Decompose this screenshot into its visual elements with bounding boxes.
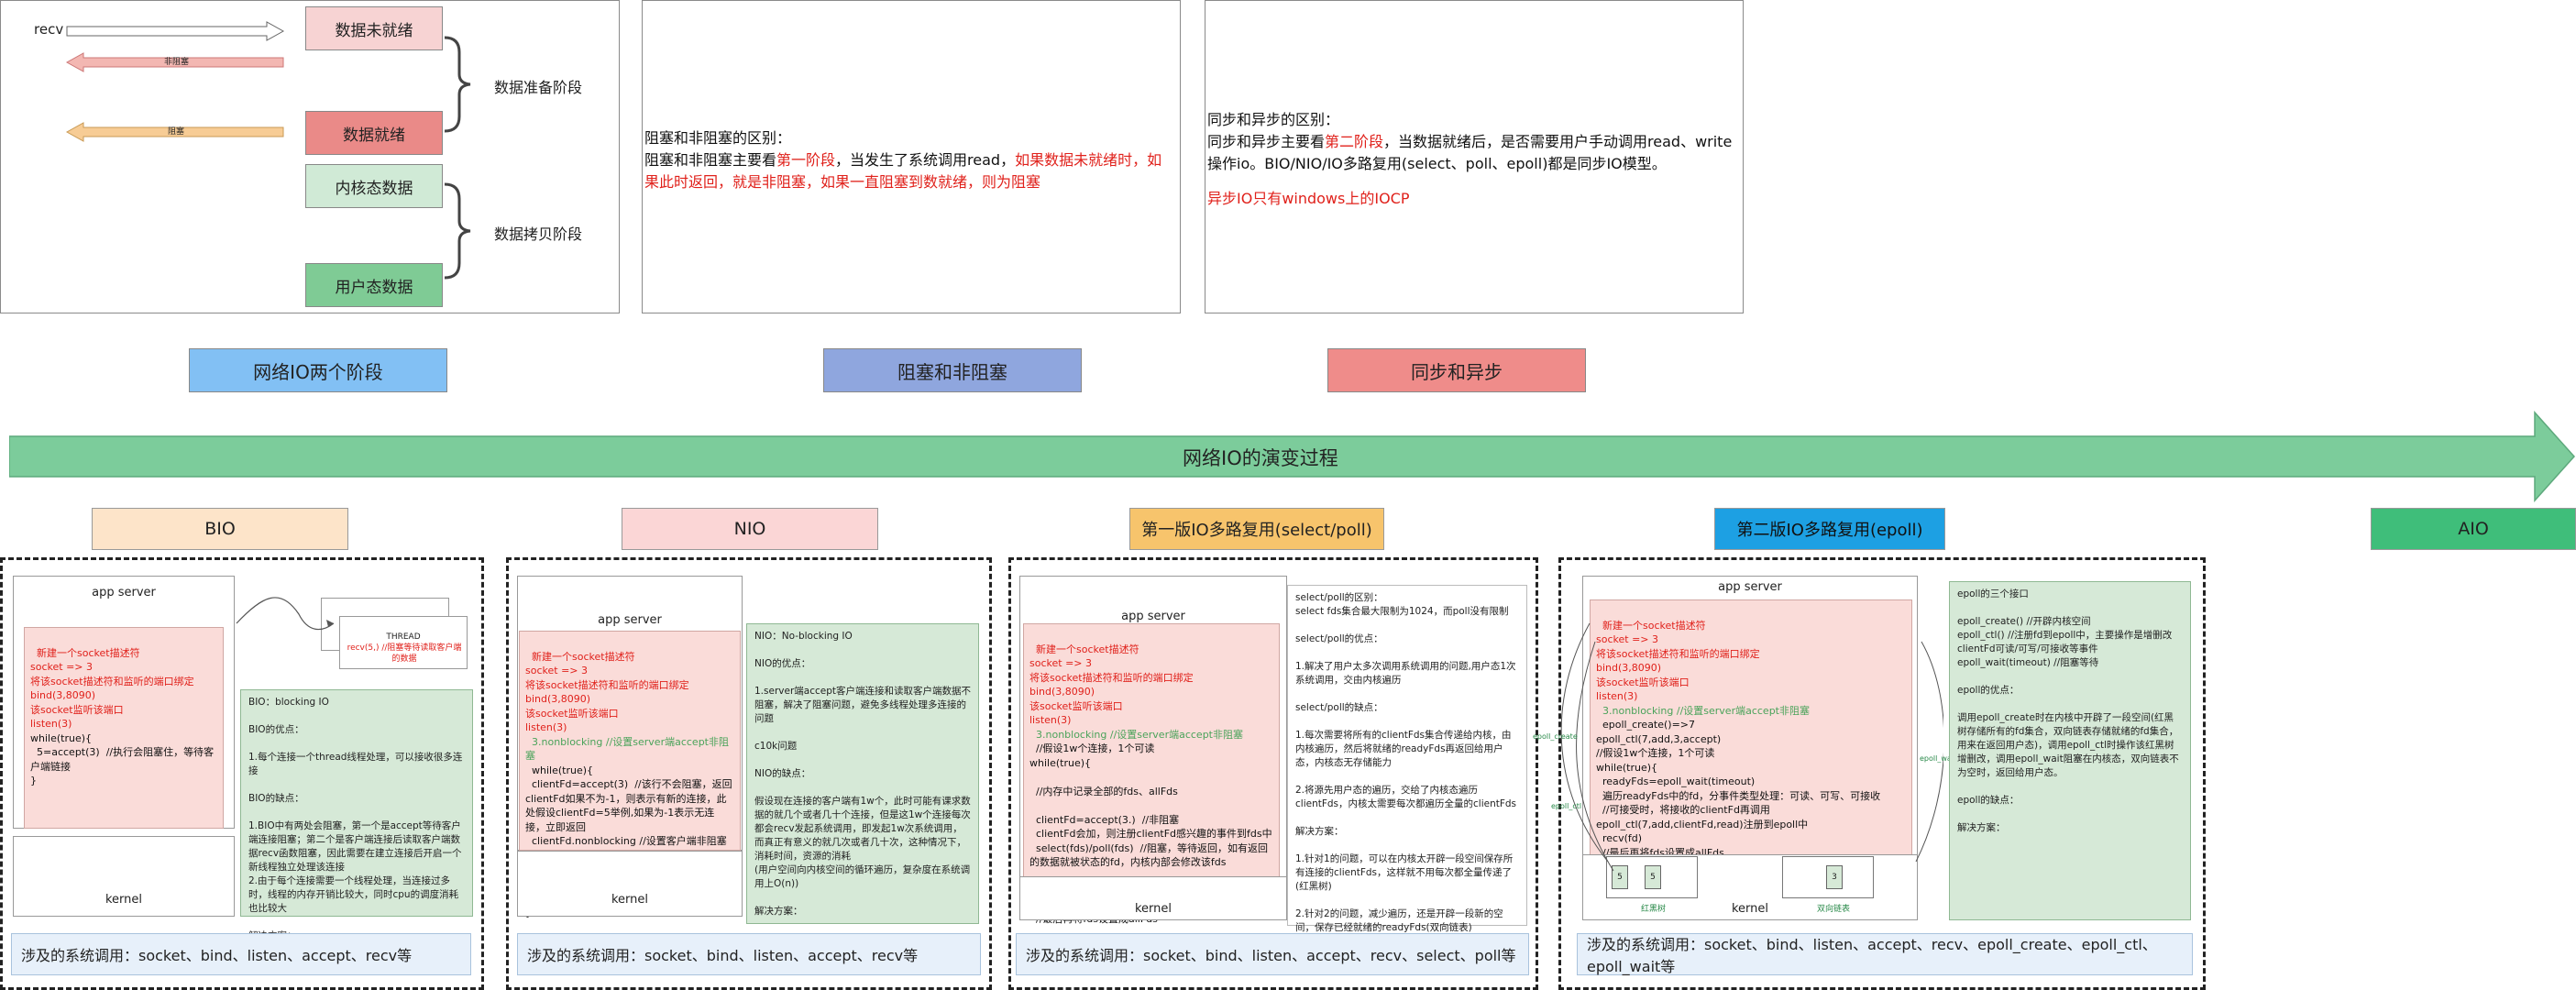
recv-arrow bbox=[66, 21, 285, 41]
select-note: select/poll的区别： select fds集合最大限制为1024，而p… bbox=[1287, 585, 1527, 933]
nonblock-arrow-label: 非阻塞 bbox=[164, 58, 190, 67]
recv-label: recv bbox=[34, 21, 64, 38]
block-nonblock-text: 阻塞和非阻塞的区别： 阻塞和非阻塞主要看第一阶段，当发生了系统调用read，如果… bbox=[644, 127, 1176, 193]
rb-tree-label: 红黑树 bbox=[1641, 905, 1667, 914]
nio-note: NIO：No-blocking IO NIO的优点： 1.server端acce… bbox=[746, 623, 979, 958]
rb-slot-b: 5 bbox=[1645, 865, 1661, 889]
bio-note: BIO：blocking IO BIO的优点： 1.每个连接一个thread线程… bbox=[240, 689, 473, 969]
label-sync-async: 同步和异步 bbox=[1327, 348, 1586, 392]
bio-section bbox=[0, 557, 484, 990]
stage-bio: BIO bbox=[92, 508, 348, 550]
rb-slot-a: 5 bbox=[1612, 865, 1628, 889]
epoll-code-loop: epoll_create()=>7 epoll_ctl(7,add,3,acce… bbox=[1596, 719, 1881, 873]
select-code: 新建一个socket描述符 socket => 3 将该socket描述符和监听… bbox=[1023, 623, 1280, 953]
block-title: 阻塞和非阻塞的区别： bbox=[644, 129, 792, 147]
nio-code-setup: 新建一个socket描述符 socket => 3 将该socket描述符和监听… bbox=[525, 650, 689, 734]
data-not-ready-box: 数据未就绪 bbox=[305, 6, 443, 50]
bio-code-setup: 新建一个socket描述符 socket => 3 将该socket描述符和监听… bbox=[30, 646, 194, 731]
block-body-a: 阻塞和非阻塞主要看 bbox=[644, 151, 777, 169]
evolution-arrow bbox=[9, 411, 2576, 502]
epoll-code-setup: 新建一个socket描述符 socket => 3 将该socket描述符和监听… bbox=[1596, 619, 1760, 703]
block-body: 阻塞和非阻塞主要看第一阶段，当发生了系统调用read，如果数据未就绪时，如果此时… bbox=[644, 149, 1176, 193]
sync-body: 同步和异步主要看第二阶段，当数据就绪后，是否需要用户手动调用read、write… bbox=[1207, 131, 1739, 175]
nio-code: 新建一个socket描述符 socket => 3 将该socket描述符和监听… bbox=[519, 631, 741, 918]
epoll-app-label: app server bbox=[1718, 580, 1782, 594]
user-data-box: 用户态数据 bbox=[305, 263, 443, 307]
dlist-label: 双向链表 bbox=[1817, 905, 1851, 914]
block-arrow bbox=[65, 122, 284, 142]
nio-code-nonblock: 3.nonblocking //设置server端accept非阻塞 bbox=[525, 735, 729, 763]
block-body-b: 第一阶段 bbox=[776, 151, 836, 169]
bio-code: 新建一个socket描述符 socket => 3 将该socket描述符和监听… bbox=[24, 627, 224, 829]
bio-thread-box: THREAD recv(5,) //阻塞等待读取客户端的数据 bbox=[339, 616, 468, 669]
sync-async-text: 同步和异步的区别： 同步和异步主要看第二阶段，当数据就绪后，是否需要用户手动调用… bbox=[1207, 109, 1739, 210]
prep-stage-label: 数据准备阶段 bbox=[494, 79, 583, 96]
sync-body-a: 同步和异步主要看 bbox=[1207, 133, 1326, 150]
epoll-section bbox=[1558, 557, 2206, 990]
select-syscalls: 涉及的系统调用：socket、bind、listen、accept、recv、s… bbox=[1016, 933, 1529, 975]
kernel-data-box: 内核态数据 bbox=[305, 164, 443, 208]
label-block-nonblock: 阻塞和非阻塞 bbox=[823, 348, 1082, 392]
bio-app-label: app server bbox=[92, 586, 156, 600]
sync-async-iocp: 异步IO只有windows上的IOCP bbox=[1207, 190, 1410, 207]
label-io-two-stages: 网络IO两个阶段 bbox=[189, 348, 447, 392]
epoll-code: 新建一个socket描述符 socket => 3 将该socket描述符和监听… bbox=[1590, 600, 1912, 873]
bio-thread-body: recv(5,) //阻塞等待读取客户端的数据 bbox=[347, 644, 462, 664]
rb-slot-a-text: 5 bbox=[1617, 873, 1623, 882]
nio-section bbox=[506, 557, 992, 990]
stage-epoll: 第二版IO多路复用(epoll) bbox=[1714, 508, 1945, 550]
select-code-setup: 新建一个socket描述符 socket => 3 将该socket描述符和监听… bbox=[1029, 643, 1194, 727]
block-nonblock-panel: 阻塞和非阻塞的区别： 阻塞和非阻塞主要看第一阶段，当发生了系统调用read，如果… bbox=[642, 0, 1181, 314]
epoll-ctl-side-label: epoll_ctl bbox=[1551, 802, 1582, 810]
sync-title: 同步和异步的区别： bbox=[1207, 111, 1340, 128]
epoll-note: epoll的三个接口 epoll_create() //开辟内核空间 epoll… bbox=[1949, 581, 2191, 920]
epoll-code-nonblock: 3.nonblocking //设置server端accept非阻塞 bbox=[1602, 704, 1810, 717]
bio-code-loop: while(true){ 5=accept(3) //执行会阻塞住，等待客户端链… bbox=[30, 732, 215, 786]
copy-stage-brace bbox=[444, 182, 471, 280]
nio-kernel: kernel bbox=[517, 851, 743, 917]
nio-syscalls: 涉及的系统调用：socket、bind、listen、accept、recv等 bbox=[517, 933, 981, 975]
data-ready-box: 数据就绪 bbox=[305, 111, 443, 155]
block-arrow-label: 阻塞 bbox=[168, 127, 185, 137]
select-kernel: kernel bbox=[1019, 876, 1287, 920]
evolution-title: 网络IO的演变过程 bbox=[1183, 447, 1338, 469]
dlist-slot-text: 3 bbox=[1832, 873, 1837, 882]
select-app-label: app server bbox=[1121, 610, 1185, 623]
select-section bbox=[1008, 557, 1538, 990]
stage-select: 第一版IO多路复用(select/poll) bbox=[1129, 508, 1384, 550]
prep-stage-brace bbox=[444, 36, 471, 133]
dlist-slot: 3 bbox=[1826, 865, 1843, 889]
stage-aio: AIO bbox=[2371, 508, 2576, 550]
sync-body-b: 第二阶段 bbox=[1325, 133, 1384, 150]
sync-async-panel: 同步和异步的区别： 同步和异步主要看第二阶段，当数据就绪后，是否需要用户手动调用… bbox=[1205, 0, 1744, 314]
io-stages-panel: recv 非阻塞 阻塞 数据未就绪 数据就绪 内核态数据 用户态数据 数据准备阶… bbox=[0, 0, 620, 314]
copy-stage-label: 数据拷贝阶段 bbox=[494, 226, 583, 243]
epoll-create-side-label: epoll_create bbox=[1533, 732, 1578, 741]
block-body-c: ，当发生了系统调用read， bbox=[835, 151, 1016, 169]
nonblock-arrow bbox=[65, 52, 284, 72]
rb-slot-b-text: 5 bbox=[1650, 873, 1656, 882]
nio-app-label: app server bbox=[598, 613, 662, 627]
select-code-nonblock: 3.nonblocking //设置server端accept非阻塞 bbox=[1036, 728, 1243, 741]
bio-thread-arrow bbox=[236, 597, 335, 631]
epoll-flow-curves bbox=[1560, 622, 1943, 872]
bio-thread-title: THREAD bbox=[386, 632, 421, 642]
epoll-wait-side-label: epoll_wait bbox=[1920, 754, 1957, 763]
stage-nio: NIO bbox=[622, 508, 878, 550]
bio-syscalls: 涉及的系统调用：socket、bind、listen、accept、recv等 bbox=[11, 933, 471, 975]
bio-kernel: kernel bbox=[13, 836, 235, 917]
block-body-d: 如果数据未就绪时，如果此时返回，就是非阻塞，如果一直阻塞到数就绪，则为阻塞 bbox=[644, 151, 1162, 191]
epoll-syscalls: 涉及的系统调用：socket、bind、listen、accept、recv、e… bbox=[1577, 933, 2193, 975]
sync-body-c: ，当数据就绪后，是否需要用户手动调用read、write操作io。BIO/NIO… bbox=[1207, 133, 1733, 172]
